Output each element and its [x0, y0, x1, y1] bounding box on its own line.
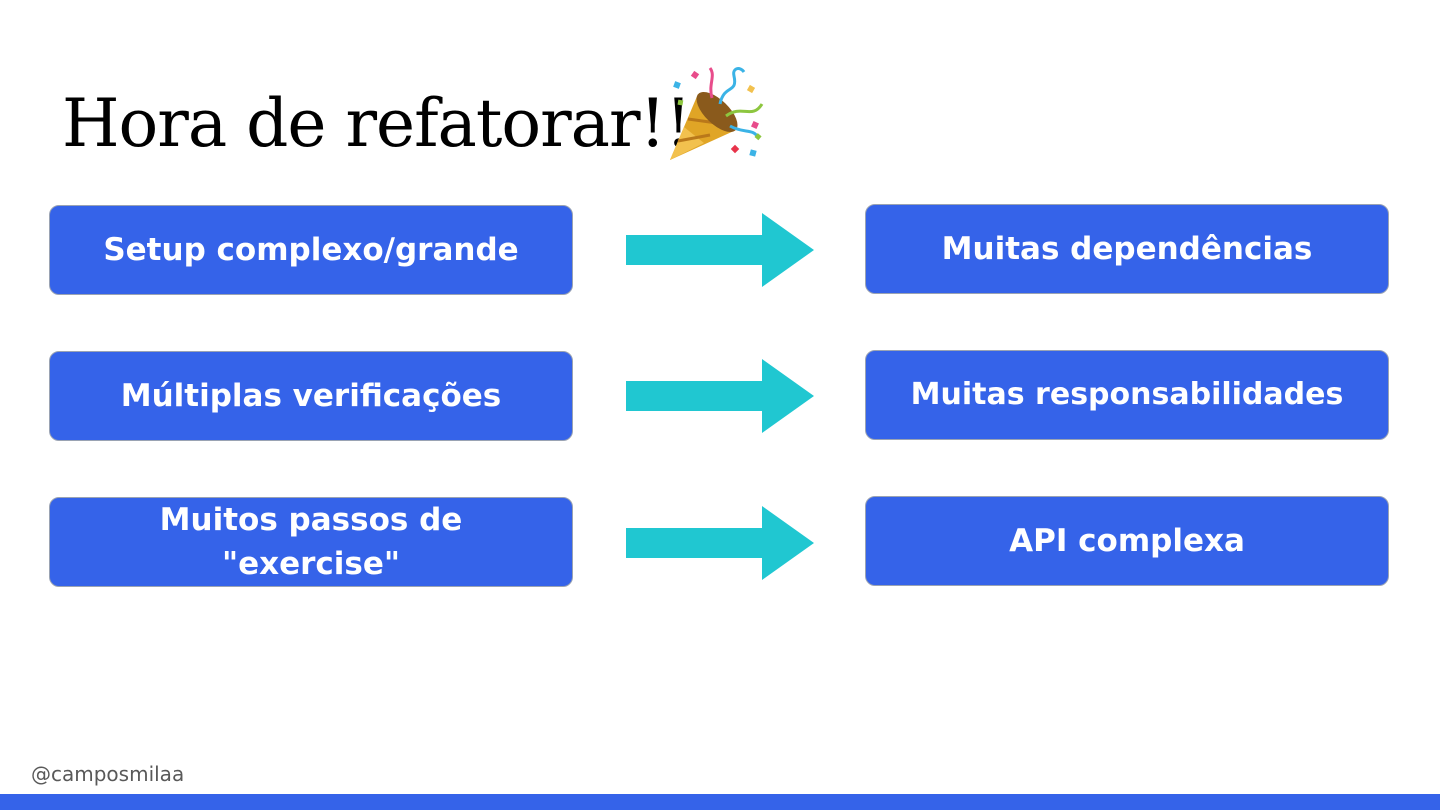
- author-handle: @camposmilaa: [31, 762, 185, 786]
- effect-label: API complexa: [1009, 523, 1245, 559]
- arrow-right-icon: [626, 506, 814, 580]
- effect-box-complex-api: API complexa: [865, 496, 1389, 586]
- footer-bar: [0, 794, 1440, 810]
- effect-box-responsibilities: Muitas responsabilidades: [865, 350, 1389, 440]
- cause-box-exercise-steps: Muitos passos de "exercise": [49, 497, 573, 587]
- party-popper-icon: [670, 67, 764, 160]
- cause-label: Setup complexo/grande: [103, 232, 519, 268]
- cause-box-setup: Setup complexo/grande: [49, 205, 573, 295]
- effect-box-dependencies: Muitas dependências: [865, 204, 1389, 294]
- arrow-right-icon: [626, 213, 814, 287]
- effect-label: Muitas responsabilidades: [910, 377, 1344, 412]
- cause-label: Muitos passos de "exercise": [159, 502, 463, 582]
- cause-label: Múltiplas verificações: [120, 378, 502, 414]
- cause-box-verifications: Múltiplas verificações: [49, 351, 573, 441]
- arrow-right-icon: [626, 359, 814, 433]
- effect-label: Muitas dependências: [941, 231, 1313, 267]
- slide-title: Hora de refatorar!!: [62, 85, 692, 162]
